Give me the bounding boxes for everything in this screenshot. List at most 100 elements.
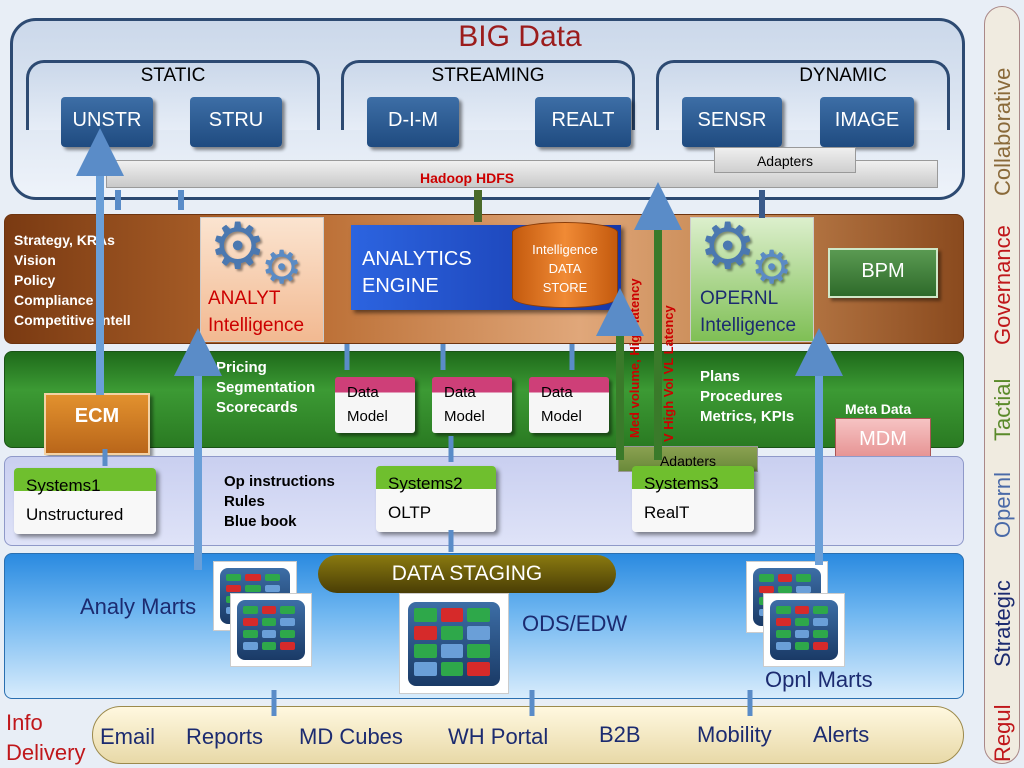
data-staging[interactable]: DATA STAGING — [318, 555, 616, 593]
source-unstr[interactable]: UNSTR — [61, 97, 153, 147]
model-1-line-1: Data — [347, 384, 379, 401]
gear-icon: ⚙ — [261, 241, 303, 293]
db-cell — [440, 662, 464, 676]
db-cell — [414, 608, 437, 622]
sidebar-opernl: Opernl — [990, 471, 1015, 538]
delivery-mobility[interactable]: Mobility — [697, 722, 772, 747]
strategy-line-2: Vision — [14, 252, 56, 268]
op-instructions-text: Op instructions Rules Blue book — [224, 472, 335, 532]
db-cell — [759, 574, 774, 582]
strategy-line-5: Competitive Intell — [14, 312, 131, 328]
data-model-2[interactable]: Data Model — [432, 377, 512, 433]
group-streaming-title: STREAMING — [431, 65, 545, 86]
datastore-line-2: DATA — [548, 261, 582, 276]
pricing-line-3: Scorecards — [216, 399, 298, 416]
data-model-3[interactable]: Data Model — [529, 377, 609, 433]
db-cell — [414, 626, 437, 640]
db-cell — [440, 626, 464, 640]
delivery-alerts[interactable]: Alerts — [813, 722, 870, 747]
sidebar-tactial: Tactial — [990, 378, 1015, 441]
db-cell — [226, 585, 242, 592]
system-2[interactable]: Systems2 OLTP — [376, 466, 496, 532]
big-data-title: BIG Data — [458, 20, 582, 53]
opernl-intelligence-box[interactable]: ⚙ ⚙ — [690, 210, 814, 342]
system-1-type: Unstructured — [26, 505, 124, 524]
sidebar-strategic: Strategic — [990, 580, 1015, 667]
gear-icon: ⚙ — [751, 241, 793, 293]
model-2-line-1: Data — [444, 384, 476, 401]
ods-edw-label: ODS/EDW — [522, 611, 628, 636]
db-cell — [796, 574, 811, 582]
latency-med-label: Med volume, High latency — [627, 278, 642, 438]
db-cell — [776, 606, 791, 614]
bpm-button[interactable]: BPM — [828, 248, 938, 298]
db-cell — [261, 618, 277, 626]
analytics-engine-label: ANALYTICS ENGINE — [362, 246, 472, 300]
analyt-line-2: Intelligence — [208, 315, 305, 336]
source-image[interactable]: IMAGE — [820, 97, 914, 147]
db-cell — [777, 574, 793, 582]
system-1-name: Systems1 — [26, 476, 101, 495]
db-cell — [794, 618, 810, 626]
source-stru[interactable]: STRU — [190, 97, 282, 147]
ecm-button[interactable]: ECM — [44, 393, 150, 455]
db-cell — [261, 630, 277, 638]
db-cell — [264, 574, 280, 581]
meta-data-label: Meta Data — [845, 401, 912, 417]
latency-high-label: V High Vol VL Latency — [661, 305, 676, 442]
datastore-line-1: Intelligence — [532, 242, 598, 257]
engine-line-2: ENGINE — [362, 275, 439, 297]
db-cell — [759, 585, 774, 593]
system-2-type: OLTP — [388, 503, 432, 522]
system-2-name: Systems2 — [388, 474, 463, 493]
db-cell — [261, 606, 277, 614]
db-cell — [280, 606, 295, 614]
db-cell — [261, 642, 277, 650]
strategy-line-4: Compliance — [14, 292, 94, 308]
system-1[interactable]: Systems1 Unstructured — [14, 468, 156, 534]
ods-edw-db-icon — [399, 593, 509, 694]
op-line-2: Rules — [224, 493, 265, 510]
data-model-1[interactable]: Data Model — [335, 377, 415, 433]
db-cell — [245, 574, 261, 581]
delivery-reports[interactable]: Reports — [186, 724, 264, 749]
gear-icon: ⚙ — [699, 210, 757, 282]
sidebar-collaborative: Collaborative — [990, 67, 1015, 196]
hadoop-hdfs-label: Hadoop HDFS — [420, 170, 515, 186]
plans-line-1: Plans — [700, 368, 741, 385]
db-cell — [794, 642, 810, 650]
opernl-line-1: OPERNL — [700, 288, 779, 309]
pricing-line-2: Segmentation — [216, 379, 316, 396]
model-2-line-2: Model — [444, 408, 485, 425]
db-cell — [280, 618, 295, 626]
db-cell — [243, 630, 258, 638]
analyt-intelligence-box[interactable]: ⚙ ⚙ — [200, 210, 324, 342]
db-cell — [280, 630, 295, 638]
db-cell — [467, 608, 490, 622]
op-line-3: Blue book — [224, 513, 297, 530]
source-realt[interactable]: REALT — [535, 97, 631, 147]
datastore-line-3: STORE — [542, 280, 588, 295]
db-cell — [777, 585, 793, 593]
info-line-2: Delivery — [6, 740, 86, 765]
group-static-title: STATIC — [140, 65, 206, 86]
delivery-email[interactable]: Email — [100, 724, 156, 749]
delivery-md-cubes[interactable]: MD Cubes — [299, 724, 403, 749]
db-cell — [280, 642, 295, 650]
info-delivery-label: Info Delivery — [6, 708, 85, 768]
analy-mart-db-icon-2 — [230, 593, 312, 667]
gear-icon: ⚙ — [209, 210, 267, 282]
delivery-wh-portal[interactable]: WH Portal — [448, 724, 549, 749]
opnl-marts-label: Opnl Marts — [765, 667, 873, 692]
db-cell — [467, 662, 490, 676]
db-cell — [813, 606, 828, 614]
source-dim[interactable]: D-I-M — [367, 97, 459, 147]
info-line-1: Info — [6, 710, 43, 735]
source-sensr[interactable]: SENSR — [682, 97, 782, 147]
strategy-text: Strategy, KRAs Vision Policy Compliance … — [14, 230, 131, 330]
sidebar-regul: Regul — [990, 704, 1015, 762]
system-3[interactable]: Systems3 RealT — [632, 466, 754, 532]
delivery-b2b[interactable]: B2B — [599, 722, 641, 747]
sidebar-governance: Governance — [990, 225, 1015, 345]
db-cell — [776, 630, 791, 638]
